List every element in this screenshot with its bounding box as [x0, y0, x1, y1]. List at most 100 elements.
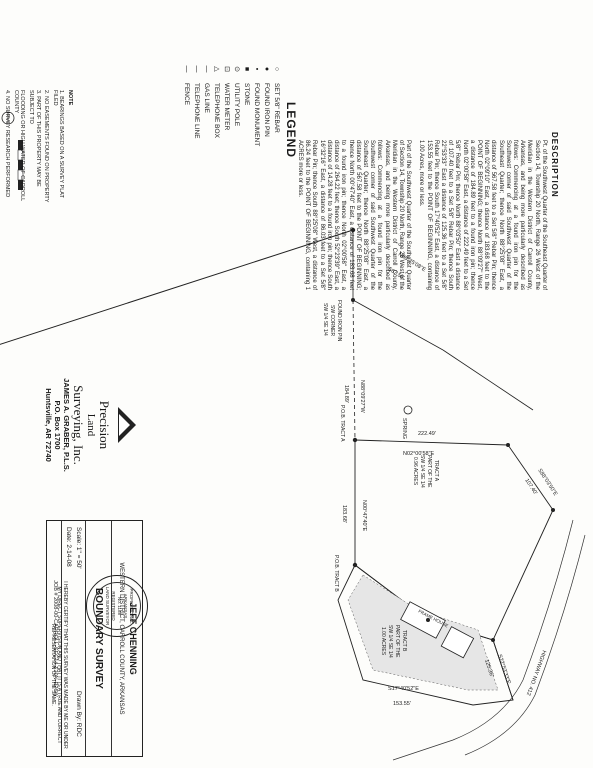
note-line: 3. PART OF THIS PROPERTY MAY BE SUBJECT …	[28, 90, 41, 187]
svg-text:SW CORNER: SW CORNER	[329, 305, 335, 337]
svg-text:SW 1/4 SE 1/4: SW 1/4 SE 1/4	[419, 455, 425, 488]
seal-line: LAND SURVEYOR	[105, 586, 110, 626]
pin-markers	[350, 227, 555, 642]
client-name: JEFF CHENNING	[128, 602, 138, 675]
legend-symbol-icon: —	[193, 65, 200, 73]
company-name-3: Surveying, Inc.	[71, 385, 86, 465]
survey-date: Date: 2-14-08	[65, 527, 72, 567]
legend-item: ● FOUND IRON PIN	[261, 55, 271, 205]
survey-location: WESTERN DISTRICT, CARROLL COUNTY, ARKANS…	[118, 562, 124, 715]
legend-label: FENCE	[183, 83, 190, 106]
distance-label-4: 107.40'	[523, 478, 538, 496]
svg-text:TRACT B: TRACT B	[401, 630, 407, 652]
svg-text:FOUND IRON PIN: FOUND IRON PIN	[336, 300, 342, 342]
bearing-label-6: S17°40'52"E	[388, 686, 419, 692]
spring-marker	[403, 405, 413, 415]
svg-text:PART OF THE: PART OF THE	[426, 455, 432, 488]
bearing-label-5: S22°53'33"E	[496, 654, 511, 686]
legend-symbol-icon: —	[183, 65, 190, 73]
distance-label-6: 153.55'	[393, 701, 411, 707]
scale-bar	[17, 140, 24, 190]
pob-label-b: P.O.B. TRACT B	[333, 555, 339, 592]
legal-description: DESCRIPTION Pt. of the Southwest Quarter…	[290, 132, 559, 290]
description-title: DESCRIPTION	[550, 132, 559, 198]
found-pin-label: FOUND IRON PIN SW CORNER SW 1/4 SE 1/4	[322, 300, 342, 342]
legend-item: △ TELEPHONE BOX	[211, 55, 221, 205]
distance-label-7: 183.68'	[341, 505, 347, 523]
legend-label: SET 5/8" REBAR	[273, 83, 280, 133]
company-name-1: Precision	[97, 400, 112, 450]
legend-label: TELEPHONE LINE	[193, 83, 200, 139]
tract-b-parcel	[337, 564, 514, 706]
legend-symbol-icon: ▪	[253, 67, 260, 71]
description-tract-a: Pt. of the Southwest Quarter of the Sout…	[418, 140, 547, 290]
legend-symbol-icon: ⊡	[223, 66, 230, 72]
legend-label: STONE	[243, 83, 250, 106]
bearing-label-2: N88°09'27"W	[359, 380, 365, 414]
surveyor-name: JAMES A. GRABER, P.L.S.	[62, 378, 71, 472]
legend-label: UTILITY POLE	[233, 83, 240, 127]
legend-item: ■ STONE	[241, 55, 251, 205]
drawn-by: Drawn By: RDC	[75, 691, 82, 737]
north-arrow-icon	[1, 111, 15, 125]
legend-label: WATER METER	[223, 83, 230, 131]
description-tract-b: Part of the Southwest Quarter of the Sou…	[297, 140, 412, 290]
svg-text:1.00 ACRES: 1.00 ACRES	[380, 627, 386, 656]
svg-text:SW 1/4 SE 1/4: SW 1/4 SE 1/4	[387, 625, 393, 658]
surveyor-seal: PROFESSIONAL ARKANSAS No. 1188 REGISTERE…	[86, 575, 148, 637]
legend-item: — GAS LINE	[201, 55, 211, 205]
seal-line: No. 1188	[117, 597, 122, 615]
bearing-label-3: N02°00'58"E	[403, 451, 435, 457]
survey-type: BOUNDARY SURVEY	[93, 588, 104, 689]
legend: LEGEND ○SET 5/8" REBAR●FOUND IRON PIN▪FO…	[181, 55, 298, 205]
note-line: FLOODING OR HIGH WATER OF CARROLL COUNTY	[12, 90, 26, 202]
title-divider	[111, 521, 112, 756]
distance-label-2: 184.89'	[343, 385, 349, 403]
company-city: Huntsville, AR 72740	[44, 388, 53, 462]
company-pobox: P.O. Box 1700	[53, 400, 62, 450]
svg-text:SW 1/4 SE 1/4: SW 1/4 SE 1/4	[322, 303, 328, 336]
survey-scale: Scale: 1" = 50'	[75, 527, 82, 569]
company-name-2: Land	[85, 413, 97, 437]
distance-label-3: 222.49'	[418, 431, 436, 437]
legend-symbol-icon: △	[213, 66, 220, 72]
company-logo-icon	[118, 407, 136, 443]
spring-label: SPRING	[401, 418, 407, 439]
legend-item: — FENCE	[181, 55, 191, 205]
legend-symbol-icon: ●	[263, 66, 270, 72]
legend-symbol-icon: ■	[243, 66, 250, 72]
note-line: 2. NO EASEMENTS FOUND ON PROPERTY	[43, 90, 50, 203]
legend-item: ▪ FOUND MONUMENT	[251, 55, 261, 205]
legend-item: ○ SET 5/8" REBAR	[271, 55, 281, 205]
seal-inner: PROFESSIONAL ARKANSAS No. 1188 REGISTERE…	[93, 582, 141, 630]
note-line: 1. BEARINGS BASED ON A SURVEY PLAT FILED	[51, 90, 65, 198]
legend-item: ⊙UTILITY POLE	[231, 55, 241, 205]
title-divider	[85, 521, 86, 756]
legend-item: ⊡ WATER METER	[221, 55, 231, 205]
tract-b-label: TRACT B PART OF THE SW 1/4 SE 1/4 1.00 A…	[380, 625, 407, 658]
legend-symbol-icon: ○	[273, 66, 280, 72]
bearing-label-7: N00°47'40"E	[361, 500, 367, 532]
legend-symbol-icon: —	[203, 65, 210, 73]
legend-label: TELEPHONE BOX	[213, 83, 220, 138]
notes-title: NOTE	[67, 90, 73, 106]
bearing-label-4: S88°03'50"E	[536, 468, 558, 497]
distance-label-5: 125.36'	[483, 659, 494, 678]
legend-label: FOUND IRON PIN	[263, 83, 270, 137]
tract-a-label: TRACT A PART OF THE SW 1/4 SE 1/4 0.96 A…	[412, 455, 439, 488]
pob-label-a: P.O.B. TRACT A	[339, 405, 345, 442]
notes-block: NOTE 1. BEARINGS BASED ON A SURVEY PLAT …	[2, 90, 73, 210]
legend-label: FOUND MONUMENT	[253, 83, 260, 147]
legend-label: GAS LINE	[203, 83, 210, 113]
company-block: Precision Land Surveying, Inc. JAMES A. …	[44, 365, 138, 485]
svg-text:PART OF THE: PART OF THE	[394, 625, 400, 658]
svg-text:TRACT A: TRACT A	[433, 460, 439, 482]
legend-item: — TELEPHONE LINE	[191, 55, 201, 205]
note-line: 4. NO SURVEY RESEARCH PERFORMED	[4, 90, 11, 198]
seal-line: REGISTERED	[111, 591, 116, 621]
highway-road	[392, 519, 586, 761]
svg-text:0.96 ACRES: 0.96 ACRES	[412, 457, 418, 486]
